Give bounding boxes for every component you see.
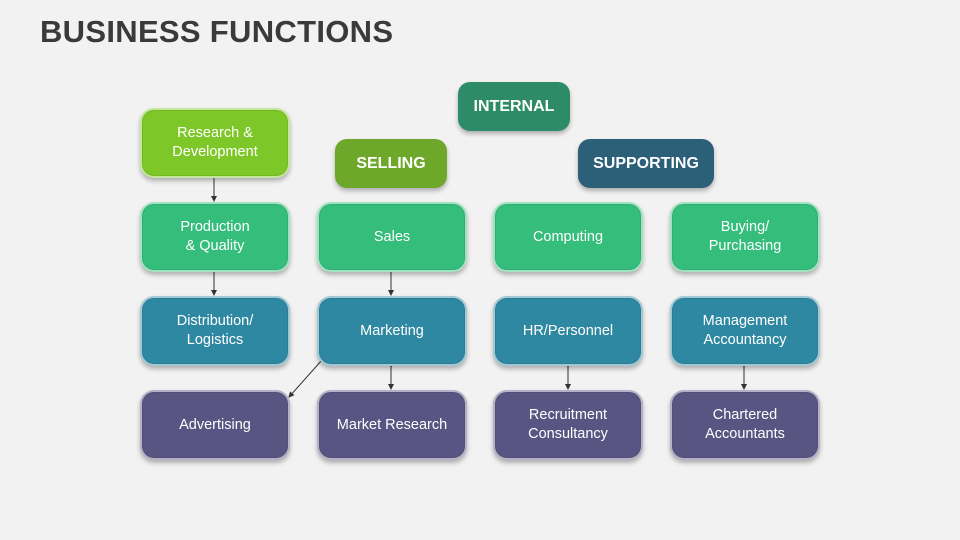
header-selling: SELLING [335,139,447,188]
header-internal: INTERNAL [458,82,570,131]
node-hr-personnel: HR/Personnel [493,296,643,366]
arrow-marketing-advertising [288,354,328,398]
page-title: BUSINESS FUNCTIONS [40,14,394,49]
node-market-research: Market Research [317,390,467,460]
node-production-quality: Production & Quality [140,202,290,272]
node-sales: Sales [317,202,467,272]
node-research-development: Research & Development [140,108,290,178]
node-recruitment-consultancy: Recruitment Consultancy [493,390,643,460]
node-advertising: Advertising [140,390,290,460]
node-buying-purchasing: Buying/ Purchasing [670,202,820,272]
node-computing: Computing [493,202,643,272]
node-chartered-accountants: Chartered Accountants [670,390,820,460]
node-distribution-logistics: Distribution/ Logistics [140,296,290,366]
node-management-accountancy: Management Accountancy [670,296,820,366]
node-marketing: Marketing [317,296,467,366]
header-supporting: SUPPORTING [578,139,714,188]
